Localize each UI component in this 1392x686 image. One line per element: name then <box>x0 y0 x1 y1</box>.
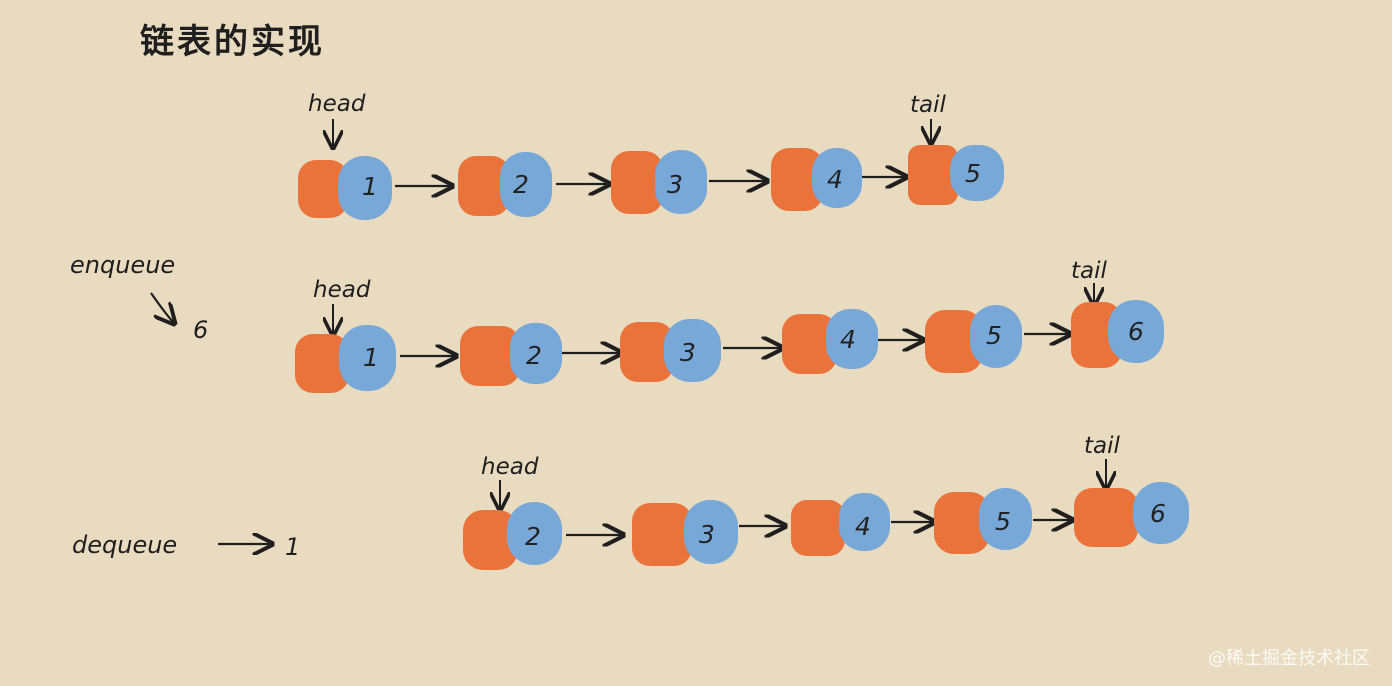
node-value: 5 <box>986 321 1002 350</box>
node-value: 4 <box>827 165 843 194</box>
pointer-cell <box>620 322 674 382</box>
list-node-3: 3 <box>620 319 721 382</box>
list-node-4: 4 <box>782 309 878 374</box>
node-value: 5 <box>995 507 1011 536</box>
pointer-cell <box>782 314 837 374</box>
value-cell <box>684 500 738 564</box>
value-cell <box>812 148 862 208</box>
row-after-dequeue: head tail 2 3 4 <box>463 433 1189 570</box>
list-node-2: 2 <box>458 152 552 217</box>
pointer-cell <box>458 156 510 216</box>
pointer-cell <box>463 510 518 570</box>
node-value: 1 <box>362 172 378 201</box>
diagram-title: 链表的实现 <box>140 22 325 62</box>
value-cell <box>970 305 1022 368</box>
node-value: 6 <box>1150 499 1166 528</box>
value-cell <box>1133 482 1189 544</box>
list-node-2: 2 <box>460 323 562 386</box>
node-value: 5 <box>965 159 981 188</box>
value-cell <box>839 493 890 551</box>
node-value: 4 <box>855 512 871 541</box>
node-value: 2 <box>525 522 541 551</box>
pointer-cell <box>771 148 823 211</box>
enqueue-arrow <box>150 292 173 322</box>
pointer-cell <box>925 310 983 373</box>
enqueue-value: 6 <box>193 316 208 344</box>
row-after-enqueue: head tail 1 2 3 <box>295 258 1164 393</box>
row-initial: head tail 1 2 3 <box>298 91 1004 220</box>
node-value: 2 <box>526 341 542 370</box>
pointer-cell <box>632 503 692 566</box>
list-node-1: 1 <box>298 156 392 220</box>
pointer-cell <box>908 145 958 205</box>
node-value: 6 <box>1128 317 1144 346</box>
list-node-5: 5 <box>908 145 1004 205</box>
dequeue-value: 1 <box>285 533 300 561</box>
value-cell <box>1108 300 1164 363</box>
node-value: 4 <box>840 325 856 354</box>
head-label: head <box>481 454 539 480</box>
tail-label: tail <box>1084 433 1121 459</box>
list-node-5: 5 <box>925 305 1022 373</box>
value-cell <box>826 309 878 369</box>
list-node-6: 6 <box>1074 482 1189 547</box>
pointer-cell <box>460 326 520 386</box>
head-label: head <box>308 91 366 117</box>
enqueue-label: enqueue <box>70 251 175 279</box>
value-cell <box>950 145 1004 201</box>
watermark: @稀土掘金技术社区 <box>1208 648 1370 669</box>
list-node-4: 4 <box>791 493 890 556</box>
pointer-cell <box>791 500 845 556</box>
list-node-6: 6 <box>1071 300 1164 368</box>
pointer-cell <box>1071 302 1122 368</box>
list-node-3: 3 <box>611 150 707 214</box>
value-cell <box>500 152 552 217</box>
value-cell <box>979 488 1032 550</box>
node-value: 3 <box>699 520 715 549</box>
list-node-2: 2 <box>463 502 562 570</box>
pointer-cell <box>1074 488 1138 547</box>
node-value: 1 <box>363 343 379 372</box>
node-value: 3 <box>680 338 696 367</box>
node-value: 2 <box>513 170 529 199</box>
pointer-cell <box>611 151 663 214</box>
pointer-cell <box>298 160 348 218</box>
head-label: head <box>313 277 371 303</box>
tail-label: tail <box>910 92 947 118</box>
pointer-cell <box>295 334 349 393</box>
list-node-5: 5 <box>934 488 1032 554</box>
list-node-3: 3 <box>632 500 738 566</box>
value-cell <box>664 319 721 382</box>
value-cell <box>510 323 562 384</box>
dequeue-label: dequeue <box>72 531 177 559</box>
value-cell <box>655 150 707 214</box>
value-cell <box>507 502 562 565</box>
pointer-cell <box>934 492 990 554</box>
node-value: 3 <box>667 170 683 199</box>
value-cell <box>338 156 392 220</box>
value-cell <box>339 325 396 391</box>
list-node-4: 4 <box>771 148 862 211</box>
tail-label: tail <box>1071 258 1108 284</box>
list-node-1: 1 <box>295 325 396 393</box>
